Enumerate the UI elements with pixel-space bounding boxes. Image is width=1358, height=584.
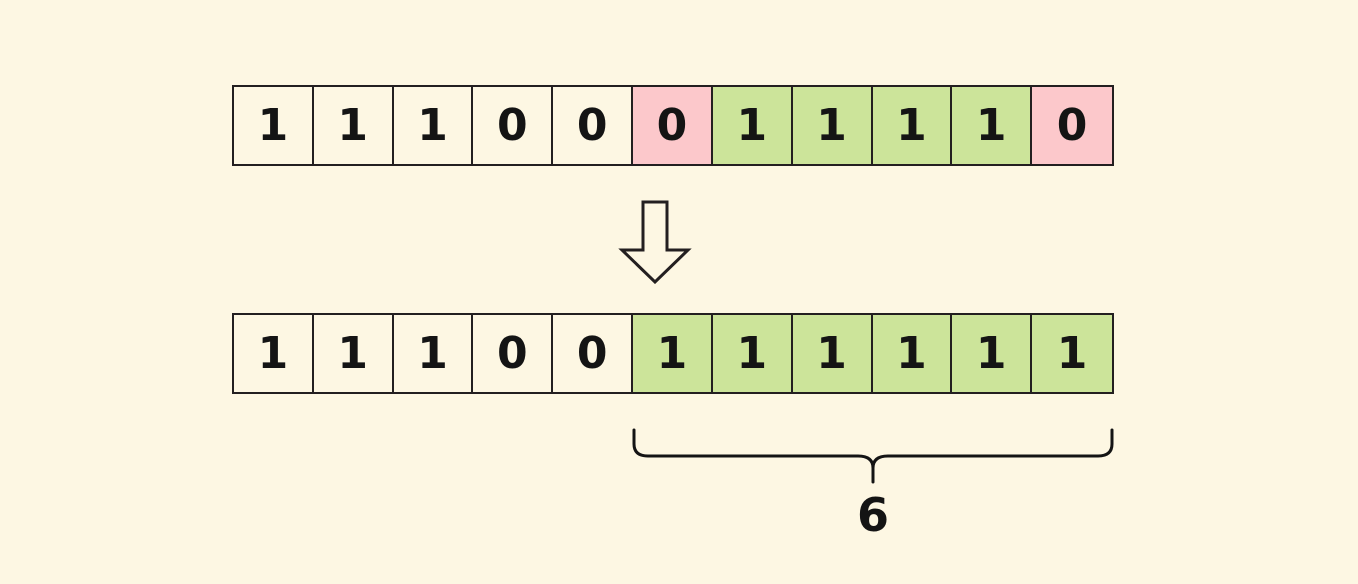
- bit-cell: 1: [712, 315, 793, 392]
- bit-cell: 1: [633, 315, 713, 392]
- bit-cell: 1: [394, 315, 474, 392]
- bit-cell: 1: [792, 87, 873, 164]
- bit-cell: 1: [792, 315, 873, 392]
- down-arrow-svg: [618, 200, 692, 285]
- brace-path: [632, 428, 1114, 470]
- bit-cell: 0: [633, 87, 713, 164]
- bit-cell: 1: [872, 315, 953, 392]
- bit-cell: 0: [473, 87, 554, 164]
- bit-cell: 1: [712, 87, 793, 164]
- bit-cell: 1: [394, 87, 474, 164]
- bit-cell: 0: [553, 87, 634, 164]
- arrow-outline: [618, 200, 692, 285]
- bit-cell: 1: [952, 87, 1033, 164]
- bit-cell: 1: [1032, 315, 1112, 392]
- down-arrow-icon: [618, 200, 692, 285]
- bit-cell: 1: [314, 87, 394, 164]
- bit-cell: 0: [473, 315, 554, 392]
- count-label: 6: [856, 488, 889, 542]
- bit-cell: 1: [872, 87, 953, 164]
- range-brace: [624, 424, 1122, 486]
- bit-cell: 1: [952, 315, 1033, 392]
- bit-cell: 0: [1032, 87, 1112, 164]
- bit-cell: 1: [314, 315, 394, 392]
- range-brace-svg: [632, 428, 1114, 484]
- bit-cell: 1: [234, 315, 314, 392]
- bit-cell: 1: [234, 87, 314, 164]
- bit-cell: 0: [553, 315, 634, 392]
